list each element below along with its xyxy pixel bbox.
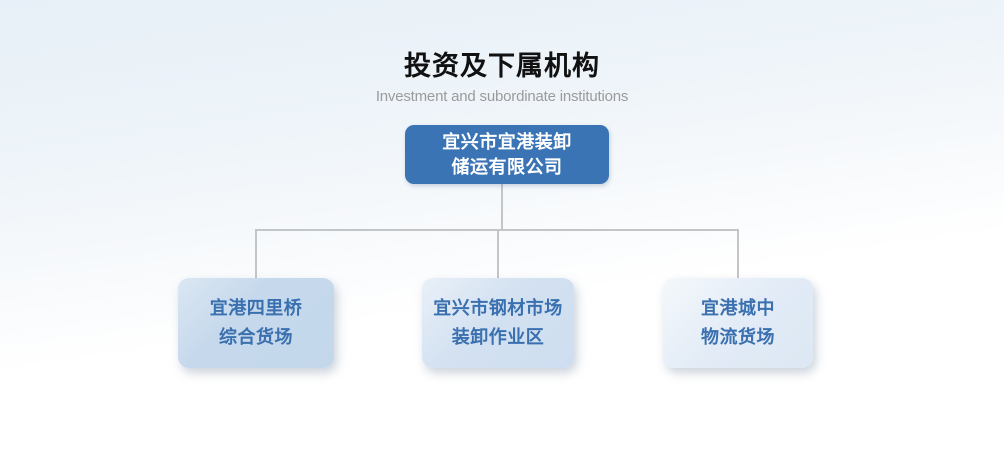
org-node-child-3-name-line2: 物流货场 [701,327,775,347]
org-node-child-2-name-line1: 宜兴市钢材市场 [433,298,563,318]
org-node-root: 宜兴市宜港装卸 储运有限公司 [405,125,609,184]
org-node-child-1-name-line2: 综合货场 [219,327,293,347]
page-title: 投资及下属机构 [404,51,600,81]
org-node-child-3: 宜港城中 物流货场 [663,278,813,368]
org-node-root-name-line2: 储运有限公司 [451,156,563,177]
chart-header: 投资及下属机构 Investment and subordinate insti… [0,0,1004,105]
org-node-child-2: 宜兴市钢材市场 装卸作业区 [422,278,574,368]
org-node-root-name-line1: 宜兴市宜港装卸 [442,131,572,152]
page-subtitle: Investment and subordinate institutions [375,88,629,105]
org-node-child-2-name-line2: 装卸作业区 [451,327,545,347]
connector-path [255,184,739,280]
org-node-child-1-name-line1: 宜港四里桥 [209,298,303,318]
org-node-child-1: 宜港四里桥 综合货场 [178,278,334,368]
org-node-child-3-name-line1: 宜港城中 [701,298,775,318]
